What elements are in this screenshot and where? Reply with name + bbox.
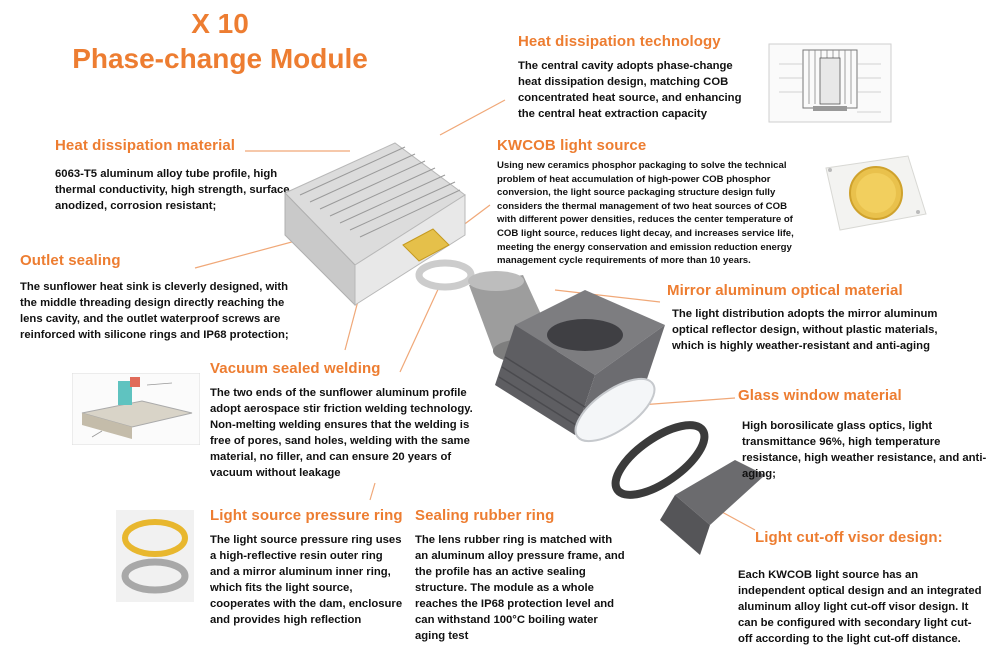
- pressure-ring-body: The light source pressure ring uses a hi…: [210, 534, 403, 626]
- rubber-ring: [611, 421, 709, 499]
- outlet-heading: Outlet sealing: [20, 252, 121, 269]
- main-housing: [495, 290, 665, 435]
- title-line-2: Phase-change Module: [72, 43, 368, 74]
- rubber-ring-heading: Sealing rubber ring: [415, 507, 555, 524]
- pressure-ring-small: [415, 259, 475, 291]
- pressure-ring-photo: [116, 510, 194, 602]
- title-line-1: X 10: [191, 8, 249, 39]
- page-title: X 10 Phase-change Module: [60, 6, 380, 76]
- heat-tech-heading: Heat dissipation technology: [518, 33, 721, 50]
- leader-glass: [639, 397, 736, 406]
- vacuum-heading: Vacuum sealed welding: [210, 360, 381, 377]
- mirror-body: The light distribution adopts the mirror…: [672, 308, 938, 352]
- cob-chip-photo: [810, 150, 932, 238]
- heat-material-body: 6063-T5 aluminum alloy tube profile, hig…: [55, 168, 290, 212]
- heat-sink-fins: [284, 142, 466, 307]
- outlet-body: The sunflower heat sink is cleverly desi…: [20, 281, 289, 341]
- leader-mirror: [554, 289, 661, 303]
- visor: [660, 460, 765, 555]
- cross-section-diagram: [765, 42, 895, 124]
- leader-rubber: [369, 482, 376, 501]
- pressure-ring-heading: Light source pressure ring: [210, 507, 403, 524]
- cob-chip-small: [402, 228, 450, 262]
- rubber-ring-body: The lens rubber ring is matched with an …: [415, 534, 625, 642]
- mirror-heading: Mirror aluminum optical material: [667, 282, 903, 299]
- visor-heading: Light cut-off visor design:: [755, 529, 943, 546]
- glass-window: [574, 377, 656, 443]
- vacuum-body: The two ends of the sunflower aluminum p…: [210, 387, 473, 479]
- kwcob-heading: KWCOB light source: [497, 137, 647, 154]
- visor-body: Each KWCOB light source has an independe…: [738, 569, 982, 645]
- exploded-module-view: [255, 125, 775, 565]
- heat-tech-body: The central cavity adopts phase-change h…: [518, 60, 742, 120]
- kwcob-body: Using new ceramics phosphor packaging to…: [497, 160, 794, 267]
- leader-pressure-ring: [399, 284, 441, 373]
- glass-heading: Glass window material: [738, 387, 902, 404]
- friction-welding-diagram: [71, 372, 201, 446]
- leader-heat-tech: [439, 99, 506, 136]
- heat-material-heading: Heat dissipation material: [55, 137, 236, 154]
- glass-body: High borosilicate glass optics, light tr…: [742, 420, 987, 480]
